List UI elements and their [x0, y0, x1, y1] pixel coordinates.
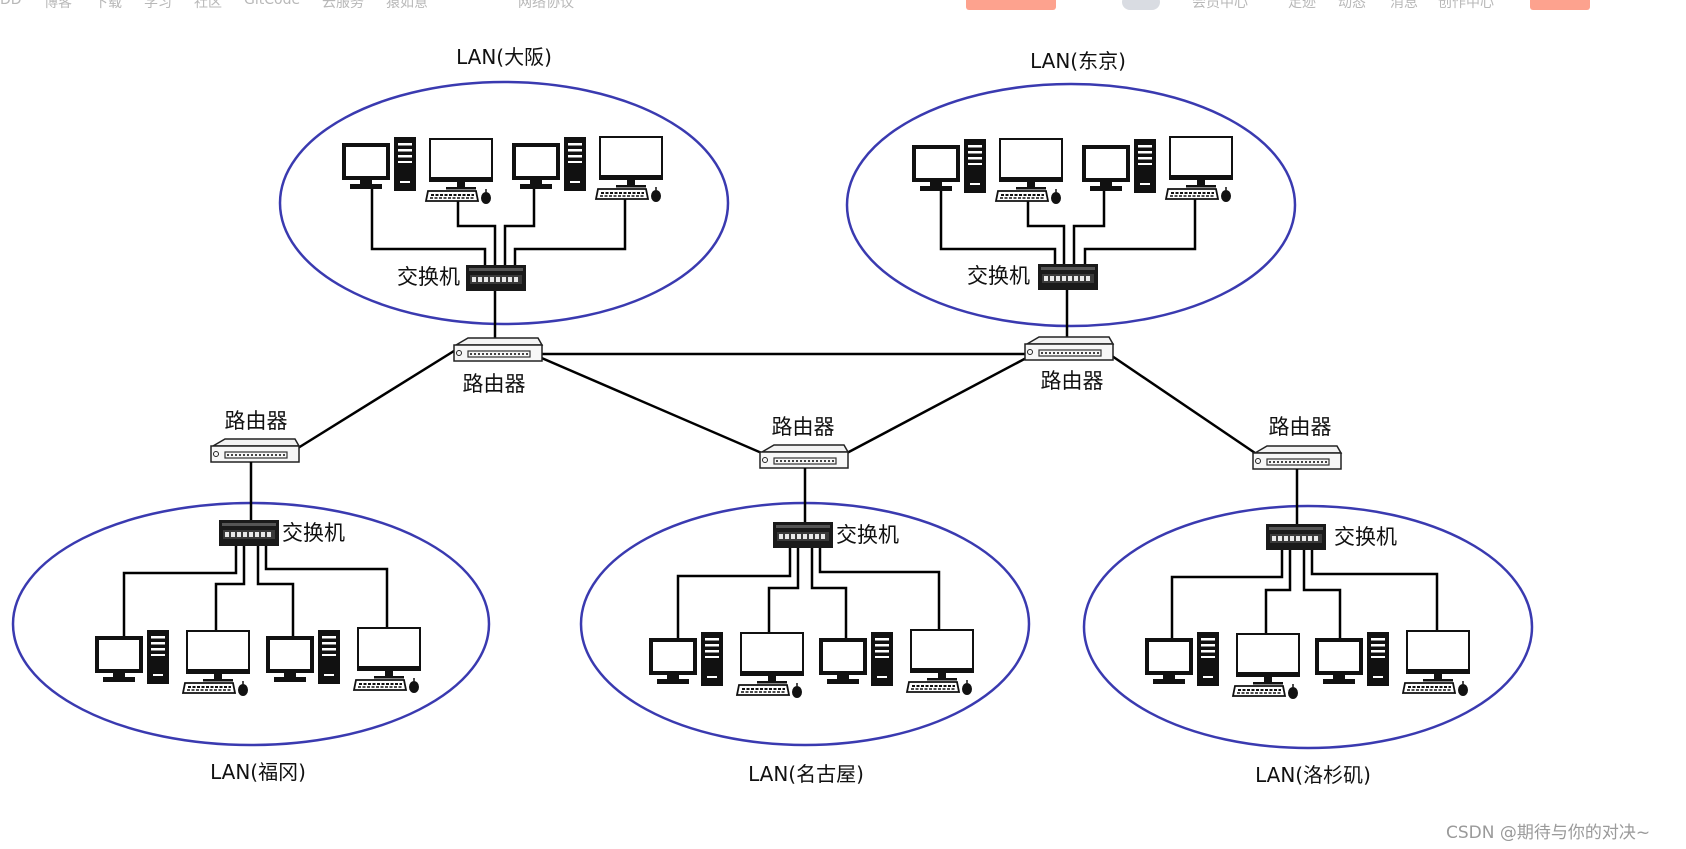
router-tokyo: 路由器: [1024, 336, 1114, 393]
logo-text: DD: [0, 0, 22, 8]
router-icon: [1252, 445, 1342, 470]
lan-la-boundary: [1082, 504, 1534, 750]
nav-item-activity[interactable]: 动态: [1338, 0, 1366, 11]
desktop-computer-icon: [912, 139, 986, 193]
search-suggestion-link[interactable]: 网络协议: [518, 0, 574, 11]
search-button[interactable]: [966, 0, 1056, 10]
router-icon: [759, 444, 849, 469]
nav-item-blog[interactable]: 博客: [44, 0, 72, 11]
switch-icon: [466, 265, 526, 291]
router-icon: [453, 337, 543, 362]
link-tokyo-nagoya: [844, 354, 1031, 456]
router-label: 路由器: [463, 372, 526, 396]
monitor-icon: [995, 138, 1063, 205]
nav-item-messages[interactable]: 消息: [1390, 0, 1418, 11]
nav-item-footprint[interactable]: 足迹: [1288, 0, 1316, 11]
router-label: 路由器: [772, 415, 835, 439]
nav-item-cloud[interactable]: 云服务: [322, 0, 364, 11]
desktop-computer-icon: [649, 632, 723, 686]
desktop-computer-icon: [1315, 632, 1389, 686]
switch-icon: [773, 522, 833, 548]
monitor-icon: [736, 632, 804, 699]
monitor-icon: [906, 629, 974, 696]
nav-item-learn[interactable]: 学习: [144, 0, 172, 11]
link-osaka-nagoya: [536, 354, 765, 456]
wan-links: [297, 344, 1259, 457]
router-label: 路由器: [1269, 415, 1332, 439]
lan-nagoya-label: LAN(名古屋): [748, 762, 864, 786]
nav-item-member[interactable]: 会员中心: [1192, 0, 1248, 11]
lan-tokyo: 交换机 LAN(东京): [845, 49, 1297, 340]
link-tokyo-la: [1111, 354, 1259, 457]
watermark: CSDN @期待与你的对决~: [1446, 823, 1651, 843]
switch-label: 交换机: [967, 264, 1030, 288]
lan-tokyo-label: LAN(东京): [1030, 49, 1126, 73]
lan-tokyo-boundary: [845, 82, 1297, 328]
router-icon: [210, 438, 300, 463]
nav-item-community[interactable]: 社区: [194, 0, 222, 11]
lan-osaka: 交换机 LAN(大阪): [278, 45, 730, 340]
monitor-icon: [353, 627, 421, 694]
monitor-icon: [1232, 633, 1300, 700]
switch-label: 交换机: [397, 265, 460, 289]
lan-nagoya: 路由器 交换机 LAN(名古屋): [579, 415, 1031, 786]
nav-item-gitcode[interactable]: GitCode: [244, 0, 301, 8]
switch-icon: [1038, 264, 1098, 290]
desktop-computer-icon: [342, 137, 416, 191]
router-label: 路由器: [1041, 369, 1104, 393]
monitor-icon: [1402, 630, 1470, 697]
lan-fukuoka: 路由器 交换机 LAN(福冈): [11, 409, 491, 784]
router-label: 路由器: [225, 409, 288, 433]
switch-icon: [1266, 524, 1326, 550]
monitor-icon: [425, 138, 493, 205]
desktop-computer-icon: [266, 630, 340, 684]
lan-la: 路由器 交换机 LAN(洛杉矶): [1082, 415, 1534, 787]
nav-item-creator[interactable]: 创作中心: [1438, 0, 1494, 11]
switch-label: 交换机: [282, 521, 345, 545]
nav-item-download[interactable]: 下载: [94, 0, 122, 11]
switch-label: 交换机: [1334, 525, 1397, 549]
desktop-computer-icon: [1145, 632, 1219, 686]
lan-osaka-boundary: [278, 80, 730, 326]
switch-icon: [219, 520, 279, 546]
monitor-icon: [1165, 136, 1233, 203]
desktop-computer-icon: [95, 630, 169, 684]
avatar[interactable]: [1122, 0, 1160, 10]
lan-osaka-label: LAN(大阪): [456, 45, 552, 69]
top-navigation-bar: DD 博客 下载 学习 社区 GitCode 云服务 猿如意 网络协议 会员中心…: [0, 0, 1686, 12]
switch-label: 交换机: [836, 523, 899, 547]
lan-la-label: LAN(洛杉矶): [1255, 763, 1371, 787]
desktop-computer-icon: [512, 137, 586, 191]
monitor-icon: [595, 136, 663, 203]
lan-fukuoka-label: LAN(福冈): [210, 760, 306, 784]
desktop-computer-icon: [819, 632, 893, 686]
publish-button[interactable]: [1530, 0, 1590, 10]
link-osaka-fukuoka: [297, 344, 463, 450]
desktop-computer-icon: [1082, 139, 1156, 193]
router-icon: [1024, 336, 1114, 361]
monitor-icon: [182, 630, 250, 697]
router-osaka: 路由器: [453, 337, 543, 396]
nav-item-yuanruyi[interactable]: 猿如意: [386, 0, 428, 11]
